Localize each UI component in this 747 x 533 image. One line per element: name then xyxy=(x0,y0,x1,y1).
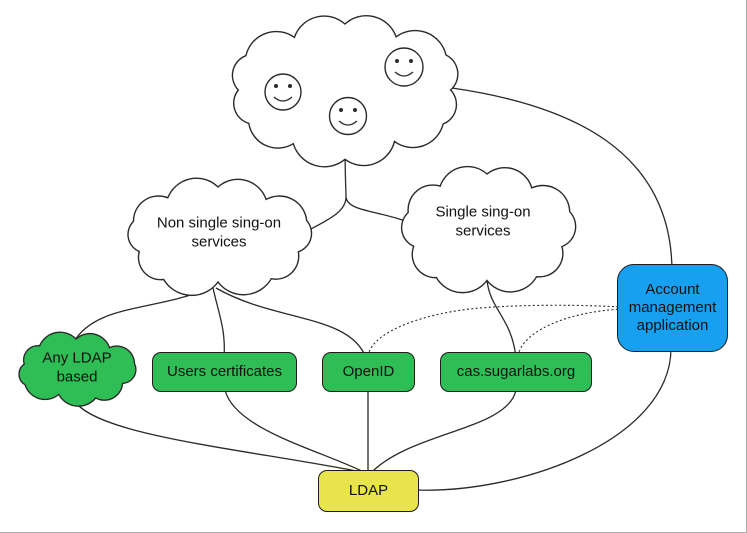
account-management-node: Account management application xyxy=(617,264,728,352)
connector-certificates-to-ldap xyxy=(224,389,367,474)
smiley-face-icon xyxy=(384,47,424,87)
connector-anyldap-to-ldap xyxy=(71,395,368,474)
connector-account-to-openid-dotted xyxy=(367,304,623,357)
smiley-users xyxy=(264,47,424,136)
connector-sso-to-cas xyxy=(486,279,517,359)
any-ldap-cloud-shape xyxy=(18,331,137,407)
connector-nonsso-to-openid xyxy=(215,287,367,359)
sso-cloud-shape xyxy=(400,165,577,294)
connector-users-to-account xyxy=(451,87,673,273)
connector-account-to-cas-dotted xyxy=(517,308,623,357)
users-certificates-node: Users certificates xyxy=(152,352,297,392)
connector-account-to-ldap xyxy=(414,347,672,491)
smiley-face-icon xyxy=(328,96,368,136)
smiley-face-icon xyxy=(264,73,302,111)
clouds xyxy=(18,15,577,407)
connector-nonsso-to-certificates xyxy=(212,287,225,359)
openid-node: OpenID xyxy=(322,352,415,392)
non-sso-cloud-shape xyxy=(127,177,313,297)
connectors xyxy=(71,87,673,491)
cas-sugarlabs-node: cas.sugarlabs.org xyxy=(440,352,592,392)
ldap-node: LDAP xyxy=(318,470,419,512)
connector-cas-to-ldap xyxy=(370,389,517,474)
